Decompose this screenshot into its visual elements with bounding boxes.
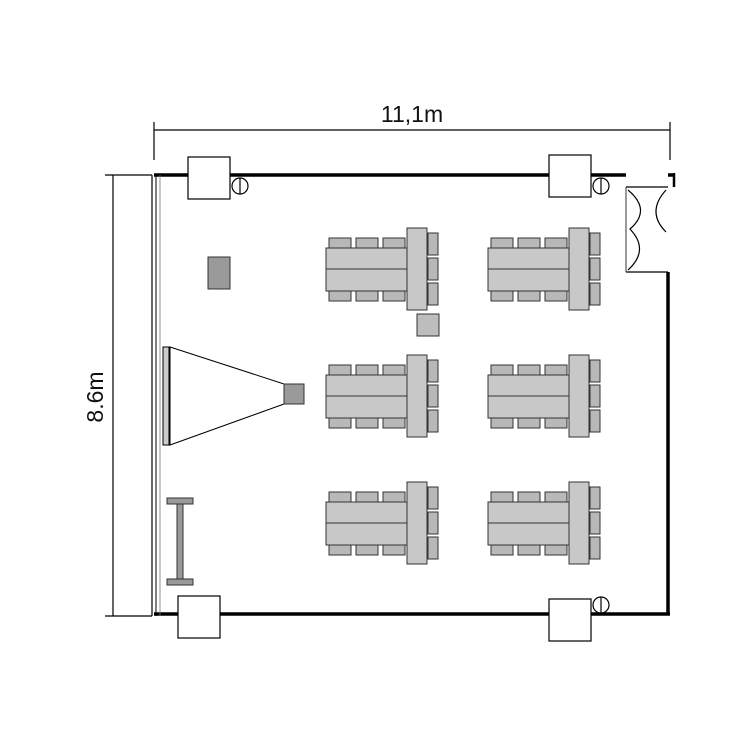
chair [544,544,568,556]
projector [283,383,305,405]
table-board [487,522,573,546]
chair [544,491,568,503]
column-top-right [548,154,592,198]
chair [490,290,514,302]
column-bottom-right [548,598,592,642]
height-dimension [105,174,152,617]
chair [490,237,514,249]
column-top-left [187,156,231,200]
chair [382,544,406,556]
column-bottom-left [177,595,221,639]
table-board [325,374,411,397]
chair [328,417,352,429]
head-table [568,227,590,311]
chair [328,544,352,556]
height-dimension-label: 8.6m [82,371,108,422]
columns [177,154,592,642]
chair [427,384,439,408]
chair [517,364,541,376]
chair [490,544,514,556]
whiteboard-stand [166,497,194,586]
chair [490,491,514,503]
chair [589,359,601,383]
chair [589,409,601,433]
chair [544,417,568,429]
table-board [325,247,411,270]
chair [517,417,541,429]
table-board [325,501,411,524]
chair [328,237,352,249]
chair [328,290,352,302]
chair [382,417,406,429]
chair [355,544,379,556]
chair [427,409,439,433]
chair [589,232,601,256]
chair [544,237,568,249]
extra-chair [416,313,440,337]
table-board [487,268,573,292]
chair [427,359,439,383]
chair [382,237,406,249]
chair [427,282,439,306]
chair [427,511,439,535]
chair [517,290,541,302]
chair [328,364,352,376]
chair [589,384,601,408]
chair [355,290,379,302]
chair [589,282,601,306]
chair [490,417,514,429]
head-table [568,354,590,438]
chair [517,491,541,503]
head-table [406,354,428,438]
chair [427,257,439,281]
table-board [325,522,411,546]
chair [589,486,601,510]
chair [355,364,379,376]
chair [517,544,541,556]
fixtures [231,177,610,614]
chair [427,536,439,560]
entrance-door [625,186,668,273]
chair [544,290,568,302]
table-board [487,247,573,270]
table-board [487,395,573,419]
chair [382,290,406,302]
table-board [325,268,411,292]
table-groups [325,227,601,565]
lectern [207,256,231,290]
chair [544,364,568,376]
chair [427,232,439,256]
chair [490,364,514,376]
width-dimension-label: 11,1m [381,101,443,127]
chair [427,486,439,510]
chair [355,237,379,249]
chair [589,257,601,281]
chair [355,491,379,503]
chair [382,491,406,503]
chair [517,237,541,249]
width-dimension [153,122,671,160]
chair [589,536,601,560]
table-board [487,501,573,524]
table-board [325,395,411,419]
head-table [406,227,428,311]
chair [589,511,601,535]
chair [382,364,406,376]
projection-screen [162,346,285,446]
room-walls [151,173,676,616]
head-table [568,481,590,565]
head-table [406,481,428,565]
chair [355,417,379,429]
table-board [487,374,573,397]
chair [328,491,352,503]
